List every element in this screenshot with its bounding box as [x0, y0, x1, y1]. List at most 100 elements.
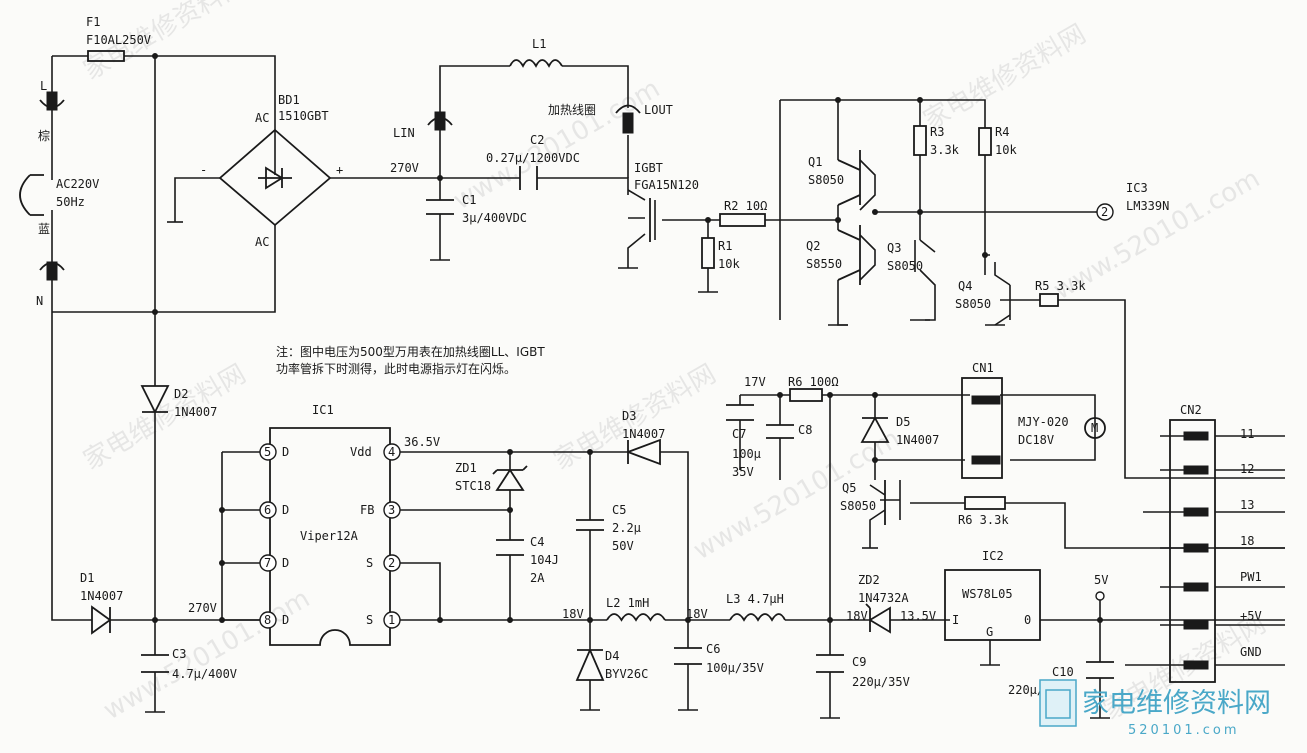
connector-cn2	[1169, 419, 1216, 683]
label-motor-voltage: DC18V	[1018, 433, 1054, 447]
label-cn2-12: 12	[1240, 462, 1254, 476]
label-18v-c: 18V	[846, 609, 868, 623]
label-ic3-pin: 2	[1101, 205, 1108, 219]
label-brown: 棕	[38, 128, 50, 143]
ic1-pins	[259, 443, 401, 629]
label-pin3: 3	[388, 503, 395, 517]
resistor-r1	[701, 237, 715, 269]
capacitor-c5	[576, 519, 604, 531]
label-motor-m: M	[1091, 421, 1098, 435]
resistor-r5	[1039, 293, 1059, 307]
capacitor-c4	[496, 539, 524, 556]
label-c6-value: 100μ/35V	[706, 661, 764, 675]
capacitor-c6	[674, 647, 702, 665]
label-cn2-pw1: PW1	[1240, 570, 1262, 584]
label-d2-value: 1N4007	[174, 405, 217, 419]
ic1-viper12a	[269, 427, 391, 646]
capacitor-c3	[141, 654, 169, 673]
label-cn2-gnd: GND	[1240, 645, 1262, 659]
label-fb: FB	[360, 503, 374, 517]
fuse-f1	[87, 50, 125, 62]
label-q4: Q4	[958, 279, 972, 293]
label-r1: R1	[718, 239, 732, 253]
label-r6-100: R6 100Ω	[788, 375, 839, 389]
label-c4: C4	[530, 535, 544, 549]
connector-lout	[615, 104, 641, 134]
watermark-text: 家电维修资料网	[919, 19, 1092, 136]
label-s-pin2: S	[366, 556, 373, 570]
label-s-pin1: S	[366, 613, 373, 627]
label-pin8: 8	[264, 613, 271, 627]
ic2-ws78l05	[944, 569, 1041, 641]
label-bd1-value: 1510GBT	[278, 109, 329, 123]
label-f1-value: F10AL250V	[86, 33, 151, 47]
label-q2-value: S8550	[806, 257, 842, 271]
label-q5-value: S8050	[840, 499, 876, 513]
label-ic2: IC2	[982, 549, 1004, 563]
label-q4-value: S8050	[955, 297, 991, 311]
bridge-rectifier-bd1	[218, 128, 332, 227]
connector-cn1	[961, 377, 1003, 479]
label-ac220: AC220V	[56, 177, 99, 191]
label-c4-value2: 2A	[530, 571, 545, 585]
label-r3: R3	[930, 125, 944, 139]
label-f1: F1	[86, 15, 100, 29]
label-18v-a: 18V	[562, 607, 584, 621]
label-ic1-name: Viper12A	[300, 529, 359, 543]
terminal-5v	[1095, 591, 1105, 601]
inductor-l3	[729, 613, 786, 622]
label-q5: Q5	[842, 481, 856, 495]
label-l: L	[40, 79, 47, 93]
label-zd2: ZD2	[858, 573, 880, 587]
transistor-q2	[837, 225, 861, 285]
label-d1: D1	[80, 571, 94, 585]
capacitor-c1	[426, 199, 454, 215]
label-cn1: CN1	[972, 361, 994, 375]
label-d4: D4	[605, 649, 619, 663]
capacitor-c10	[1086, 661, 1114, 679]
label-heating-coil: 加热线圈	[548, 103, 596, 117]
ac-plug	[19, 174, 44, 216]
label-c1: C1	[462, 193, 476, 207]
label-c7-value2: 35V	[732, 465, 754, 479]
connector-l	[39, 91, 65, 111]
label-igbt: IGBT	[634, 161, 663, 175]
label-d-pin5: D	[282, 445, 289, 459]
site-logo: 家电维修资料网 520101.com	[1039, 679, 1271, 738]
label-motor: MJY-020	[1018, 415, 1069, 429]
note-line-1: 注：图中电压为500型万用表在加热线圈LL、IGBT	[276, 344, 545, 359]
label-l3: L3 4.7μH	[726, 592, 784, 606]
label-ic3-value: LM339N	[1126, 199, 1169, 213]
label-zd1: ZD1	[455, 461, 477, 475]
label-l1: L1	[532, 37, 546, 51]
label-q2: Q2	[806, 239, 820, 253]
label-d-pin6: D	[282, 503, 289, 517]
label-d5-value: 1N4007	[896, 433, 939, 447]
label-d1-value: 1N4007	[80, 589, 123, 603]
label-q3-value: S8050	[887, 259, 923, 273]
label-l2: L2 1mH	[606, 596, 649, 610]
label-bd1: BD1	[278, 93, 300, 107]
capacitor-c8	[766, 424, 794, 439]
label-ac-top: AC	[255, 111, 269, 125]
label-lin: LIN	[393, 126, 415, 140]
label-c7-value1: 100μ	[732, 447, 761, 461]
label-d5: D5	[896, 415, 910, 429]
label-18v-b: 18V	[686, 607, 708, 621]
label-q3: Q3	[887, 241, 901, 255]
capacitor-c2	[519, 166, 538, 190]
watermark-text: www.520101.com	[689, 424, 906, 566]
label-c6: C6	[706, 642, 720, 656]
label-270v-b: 270V	[188, 601, 217, 615]
label-270v: 270V	[390, 161, 419, 175]
label-c2: C2	[530, 133, 544, 147]
resistor-r2	[719, 213, 766, 227]
transistor-q1	[837, 150, 861, 206]
label-36-5v: 36.5V	[404, 435, 440, 449]
label-cn2-11: 11	[1240, 427, 1254, 441]
diode-d1	[91, 605, 112, 635]
label-d3-value: 1N4007	[622, 427, 665, 441]
label-r6-3k: R6 3.3k	[958, 513, 1009, 527]
label-d4-value: BYV26C	[605, 667, 648, 681]
